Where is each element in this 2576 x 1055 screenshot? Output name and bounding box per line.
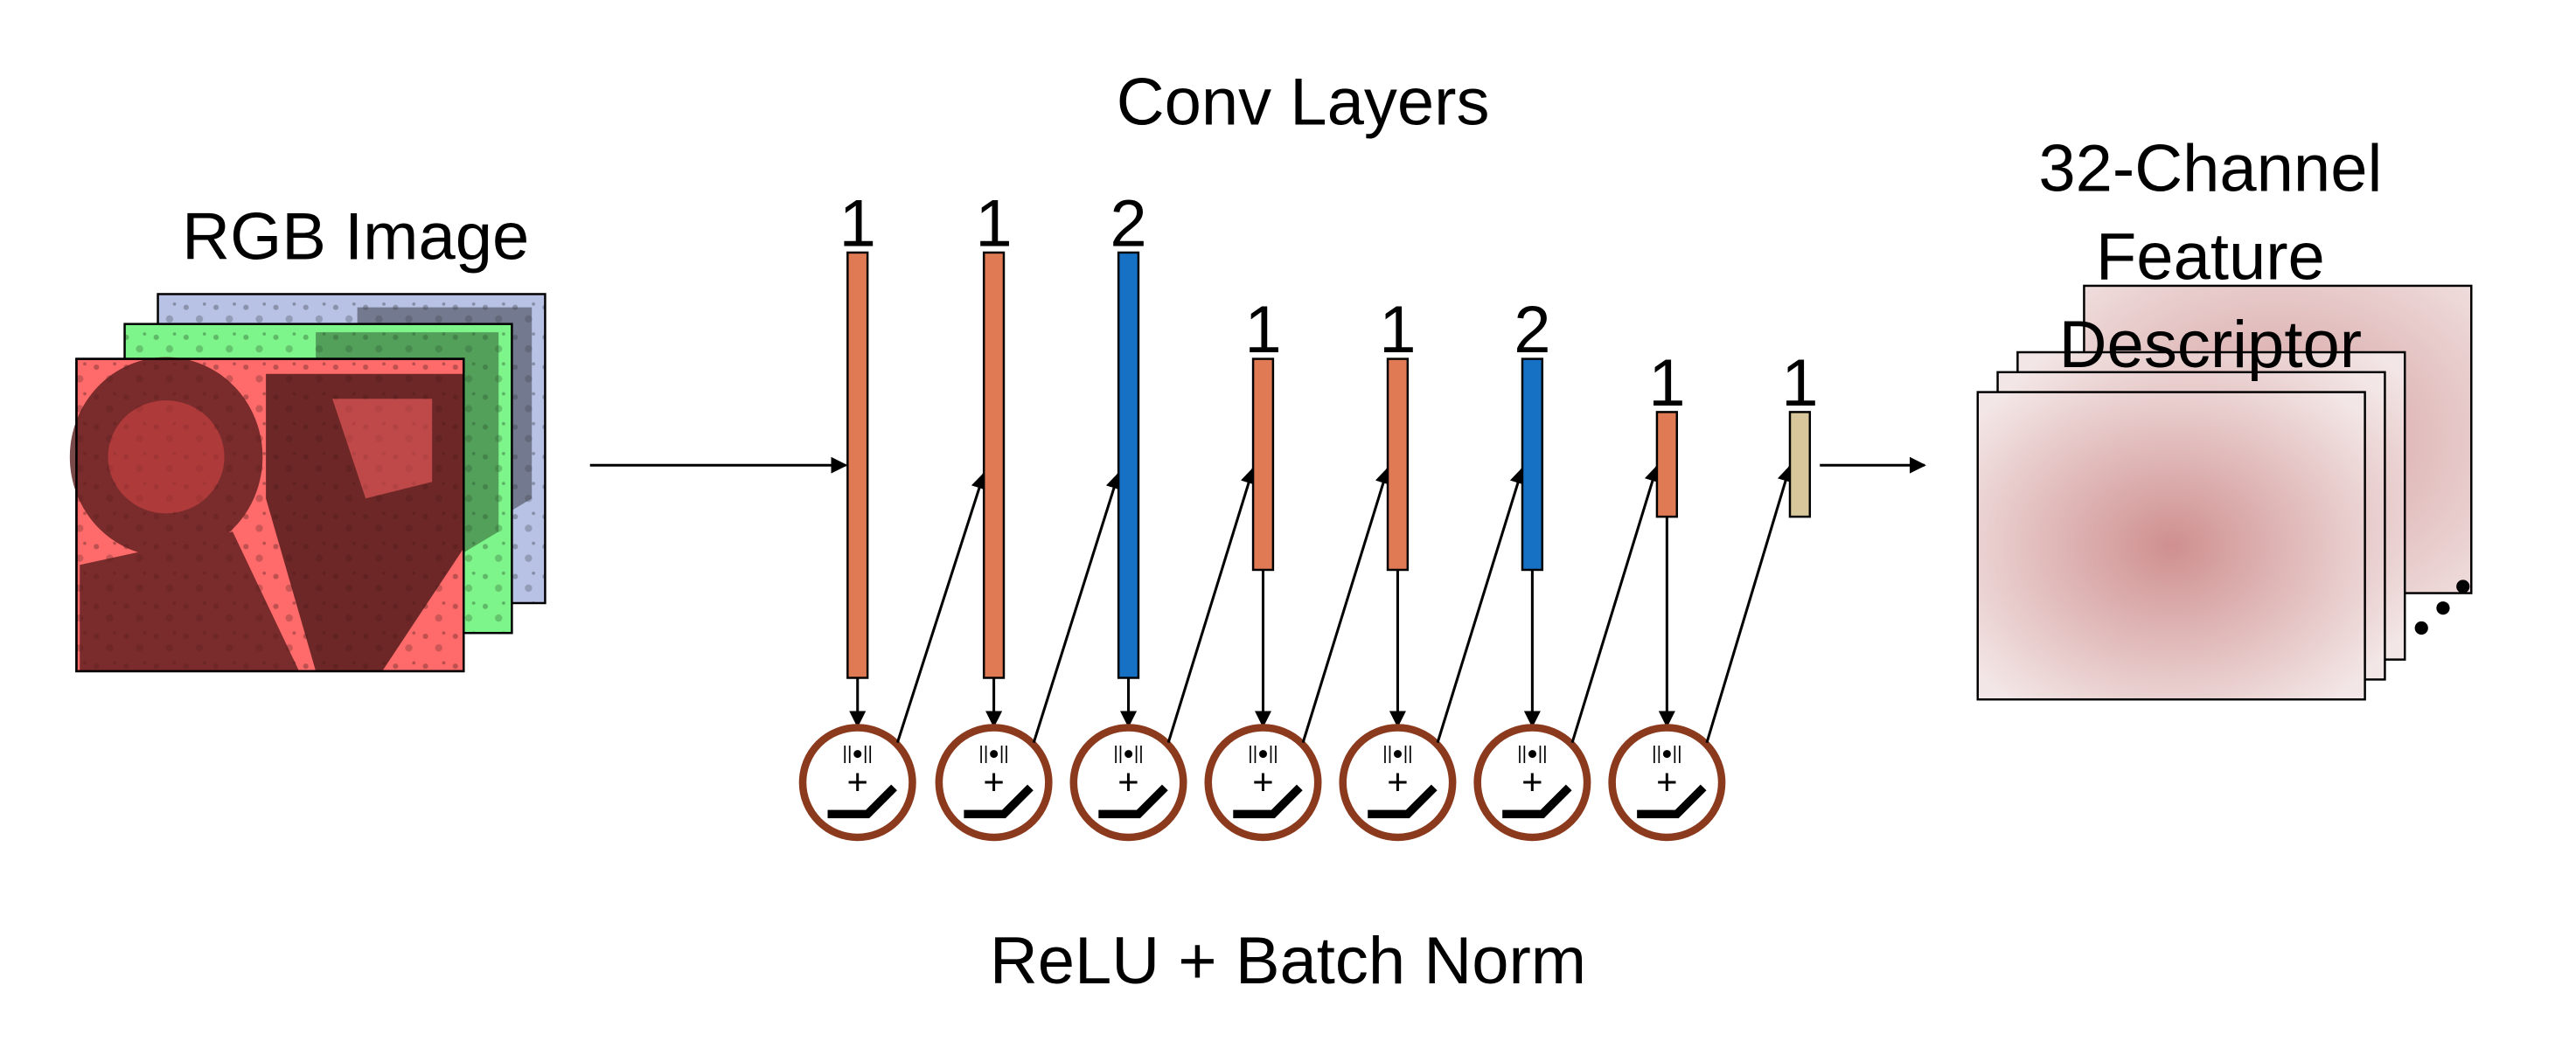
relu-batchnorm-block: ||●||+ bbox=[798, 724, 916, 842]
feature-map-stack bbox=[1976, 284, 2473, 701]
relu-batchnorm-block: ||●||+ bbox=[1069, 724, 1187, 842]
batchnorm-glyph: ||●|| bbox=[978, 744, 1008, 764]
up-arrow bbox=[1166, 467, 1257, 744]
image-red-border bbox=[75, 357, 465, 673]
relu-icon bbox=[827, 784, 897, 819]
up-arrow bbox=[1570, 464, 1661, 744]
relu-icon bbox=[1233, 784, 1303, 819]
conv-layers: 1||●||+1||●||+2||●||+1||●||+1||●||+2||●|… bbox=[798, 186, 1819, 842]
layer-3: 2 ||●||+ bbox=[1069, 186, 1257, 842]
conv-layers-title: Conv Layers bbox=[1117, 66, 1490, 140]
up-arrow bbox=[1301, 467, 1392, 744]
ellipsis-dot-3 bbox=[2456, 580, 2470, 593]
layer-8: 1 bbox=[1781, 346, 1819, 518]
relu-icon bbox=[964, 784, 1034, 819]
conv-bar bbox=[846, 251, 869, 679]
layer-7: 1 ||●||+ bbox=[1608, 346, 1794, 842]
output-label: 32-Channel Feature Descriptor bbox=[2038, 132, 2382, 382]
plus-glyph: + bbox=[983, 761, 1004, 802]
relu-batchnorm-title: ReLU + Batch Norm bbox=[990, 924, 1586, 998]
up-arrow bbox=[1705, 464, 1794, 744]
stride-label: 1 bbox=[839, 186, 876, 260]
output-label-line-1: 32-Channel bbox=[2038, 132, 2382, 206]
conv-bar bbox=[982, 251, 1006, 679]
strided-conv-bar bbox=[1521, 357, 1544, 572]
batchnorm-glyph: ||●|| bbox=[1652, 744, 1681, 764]
stride-label: 1 bbox=[1244, 293, 1281, 367]
relu-batchnorm-block: ||●||+ bbox=[1204, 724, 1322, 842]
relu-batchnorm-block: ||●||+ bbox=[1608, 724, 1726, 842]
batchnorm-glyph: ||●|| bbox=[1382, 744, 1412, 764]
layer-6: 2 ||●||+ bbox=[1473, 293, 1661, 842]
up-arrow bbox=[1436, 467, 1527, 744]
plus-glyph: + bbox=[1521, 761, 1542, 802]
stride-label: 1 bbox=[1781, 346, 1818, 420]
feature-map-front bbox=[1976, 391, 2366, 701]
relu-batchnorm-block: ||●||+ bbox=[1473, 724, 1591, 842]
up-arrow bbox=[895, 472, 987, 744]
output-label-line-3: Descriptor bbox=[2059, 308, 2362, 382]
relu-batchnorm-block: ||●||+ bbox=[1339, 724, 1457, 842]
relu-icon bbox=[1502, 784, 1572, 819]
relu-icon bbox=[1098, 784, 1168, 819]
image-red-content bbox=[69, 357, 464, 671]
layer-1: 1 ||●||+ bbox=[798, 186, 987, 842]
stride-label: 2 bbox=[1110, 186, 1146, 260]
layer-4: 1 ||●||+ bbox=[1204, 293, 1392, 842]
conv-bar bbox=[1386, 357, 1410, 572]
plus-glyph: + bbox=[847, 761, 868, 802]
conv-bar bbox=[1251, 357, 1275, 572]
batchnorm-glyph: ||●|| bbox=[843, 744, 873, 764]
layer-5: 1 ||●||+ bbox=[1339, 293, 1527, 842]
up-arrow bbox=[1032, 472, 1123, 744]
conv-bar bbox=[1655, 411, 1678, 518]
stride-label: 1 bbox=[1379, 293, 1416, 367]
plus-glyph: + bbox=[1656, 761, 1677, 802]
relu-batchnorm-block: ||●||+ bbox=[935, 724, 1053, 842]
input-label: RGB Image bbox=[182, 200, 529, 274]
relu-icon bbox=[1637, 784, 1707, 819]
strided-conv-bar bbox=[1117, 251, 1140, 679]
plus-glyph: + bbox=[1117, 761, 1138, 802]
batchnorm-glyph: ||●|| bbox=[1248, 744, 1278, 764]
output-label-line-2: Feature bbox=[2096, 219, 2325, 294]
plus-glyph: + bbox=[1387, 761, 1408, 802]
stride-label: 1 bbox=[1648, 346, 1685, 420]
plus-glyph: + bbox=[1252, 761, 1273, 802]
final-conv-bar bbox=[1788, 411, 1812, 518]
ellipsis-dot-1 bbox=[2414, 621, 2428, 635]
batchnorm-glyph: ||●|| bbox=[1113, 744, 1143, 764]
layer-2: 1 ||●||+ bbox=[935, 186, 1123, 842]
stride-label: 2 bbox=[1514, 293, 1550, 367]
batchnorm-glyph: ||●|| bbox=[1517, 744, 1547, 764]
stride-label: 1 bbox=[975, 186, 1012, 260]
relu-icon bbox=[1368, 784, 1438, 819]
input-image-stack bbox=[69, 293, 547, 673]
ellipsis-dot-2 bbox=[2436, 601, 2450, 615]
